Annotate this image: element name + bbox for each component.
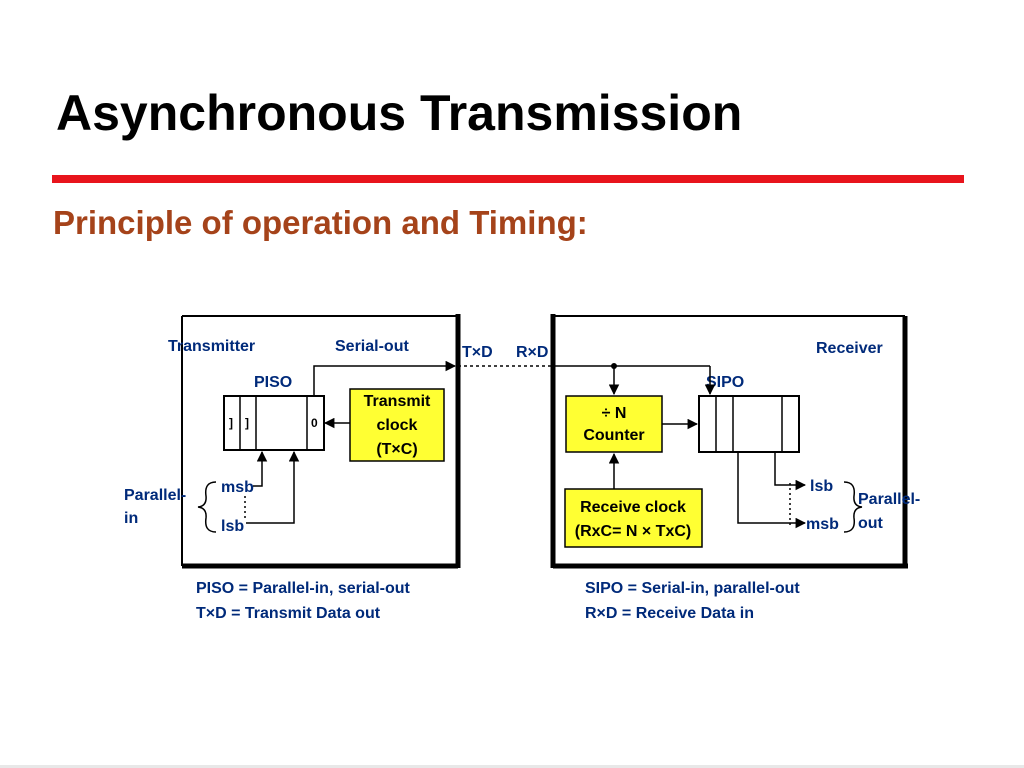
piso-register	[223, 395, 325, 451]
sipo-label: SIPO	[706, 374, 744, 391]
legend-sipo: SIPO = Serial-in, parallel-out	[585, 580, 800, 597]
piso-cell-1: ]	[229, 416, 233, 430]
lsb-output-arrow	[774, 452, 807, 491]
transmitter-label: Transmitter	[168, 338, 255, 355]
slide-subtitle: Principle of operation and Timing:	[53, 204, 588, 241]
msb-input-arrow	[253, 450, 268, 487]
parallel-in-brace	[197, 481, 217, 533]
legend-piso: PISO = Parallel-in, serial-out	[196, 580, 411, 597]
msb-output-arrow	[737, 452, 807, 529]
serial-link	[313, 360, 553, 396]
counter-line2: Counter	[583, 427, 644, 444]
footer-divider	[0, 765, 1024, 768]
parallel-out-line2: out	[858, 515, 884, 532]
transmit-clock-line3: (T×C)	[376, 441, 417, 458]
legend-rxd: R×D = Receive Data in	[585, 605, 754, 622]
receive-clock-line2: (RxC= N × TxC)	[575, 523, 691, 540]
piso-cell-last: 0	[311, 416, 318, 430]
transmit-clock-line2: clock	[377, 417, 418, 434]
slide-title: Asynchronous Transmission	[56, 85, 743, 141]
rxd-wiring	[553, 363, 716, 396]
parallel-in-line1: Parallel-	[124, 487, 186, 504]
piso-cell-2: ]	[245, 416, 249, 430]
rx-lsb-label: lsb	[810, 478, 833, 495]
receive-clock-block	[564, 488, 703, 548]
parallel-in-line2: in	[124, 510, 138, 527]
piso-label: PISO	[254, 374, 292, 391]
counter-line1: ÷ N	[602, 405, 627, 422]
rx-msb-label: msb	[806, 516, 839, 533]
divide-n-counter-block	[565, 395, 663, 453]
receive-clock-line1: Receive clock	[580, 499, 686, 516]
transmit-clock-line1: Transmit	[364, 393, 431, 410]
txd-label: T×D	[462, 344, 493, 361]
transmit-clock-block	[349, 388, 445, 462]
parallel-out-line1: Parallel-	[858, 491, 920, 508]
tx-msb-label: msb	[221, 479, 254, 496]
tx-lsb-label: lsb	[221, 518, 244, 535]
legend-txd: T×D = Transmit Data out	[196, 605, 381, 622]
parallel-out-brace	[843, 481, 863, 533]
receiver-label: Receiver	[816, 340, 883, 357]
rxd-label: R×D	[516, 344, 548, 361]
serial-out-label: Serial-out	[335, 338, 409, 355]
transmitter-frame	[181, 314, 461, 569]
title-divider	[52, 175, 964, 183]
sipo-register	[698, 395, 800, 453]
receiver-frame	[550, 314, 908, 569]
lsb-input-arrow	[246, 450, 300, 524]
